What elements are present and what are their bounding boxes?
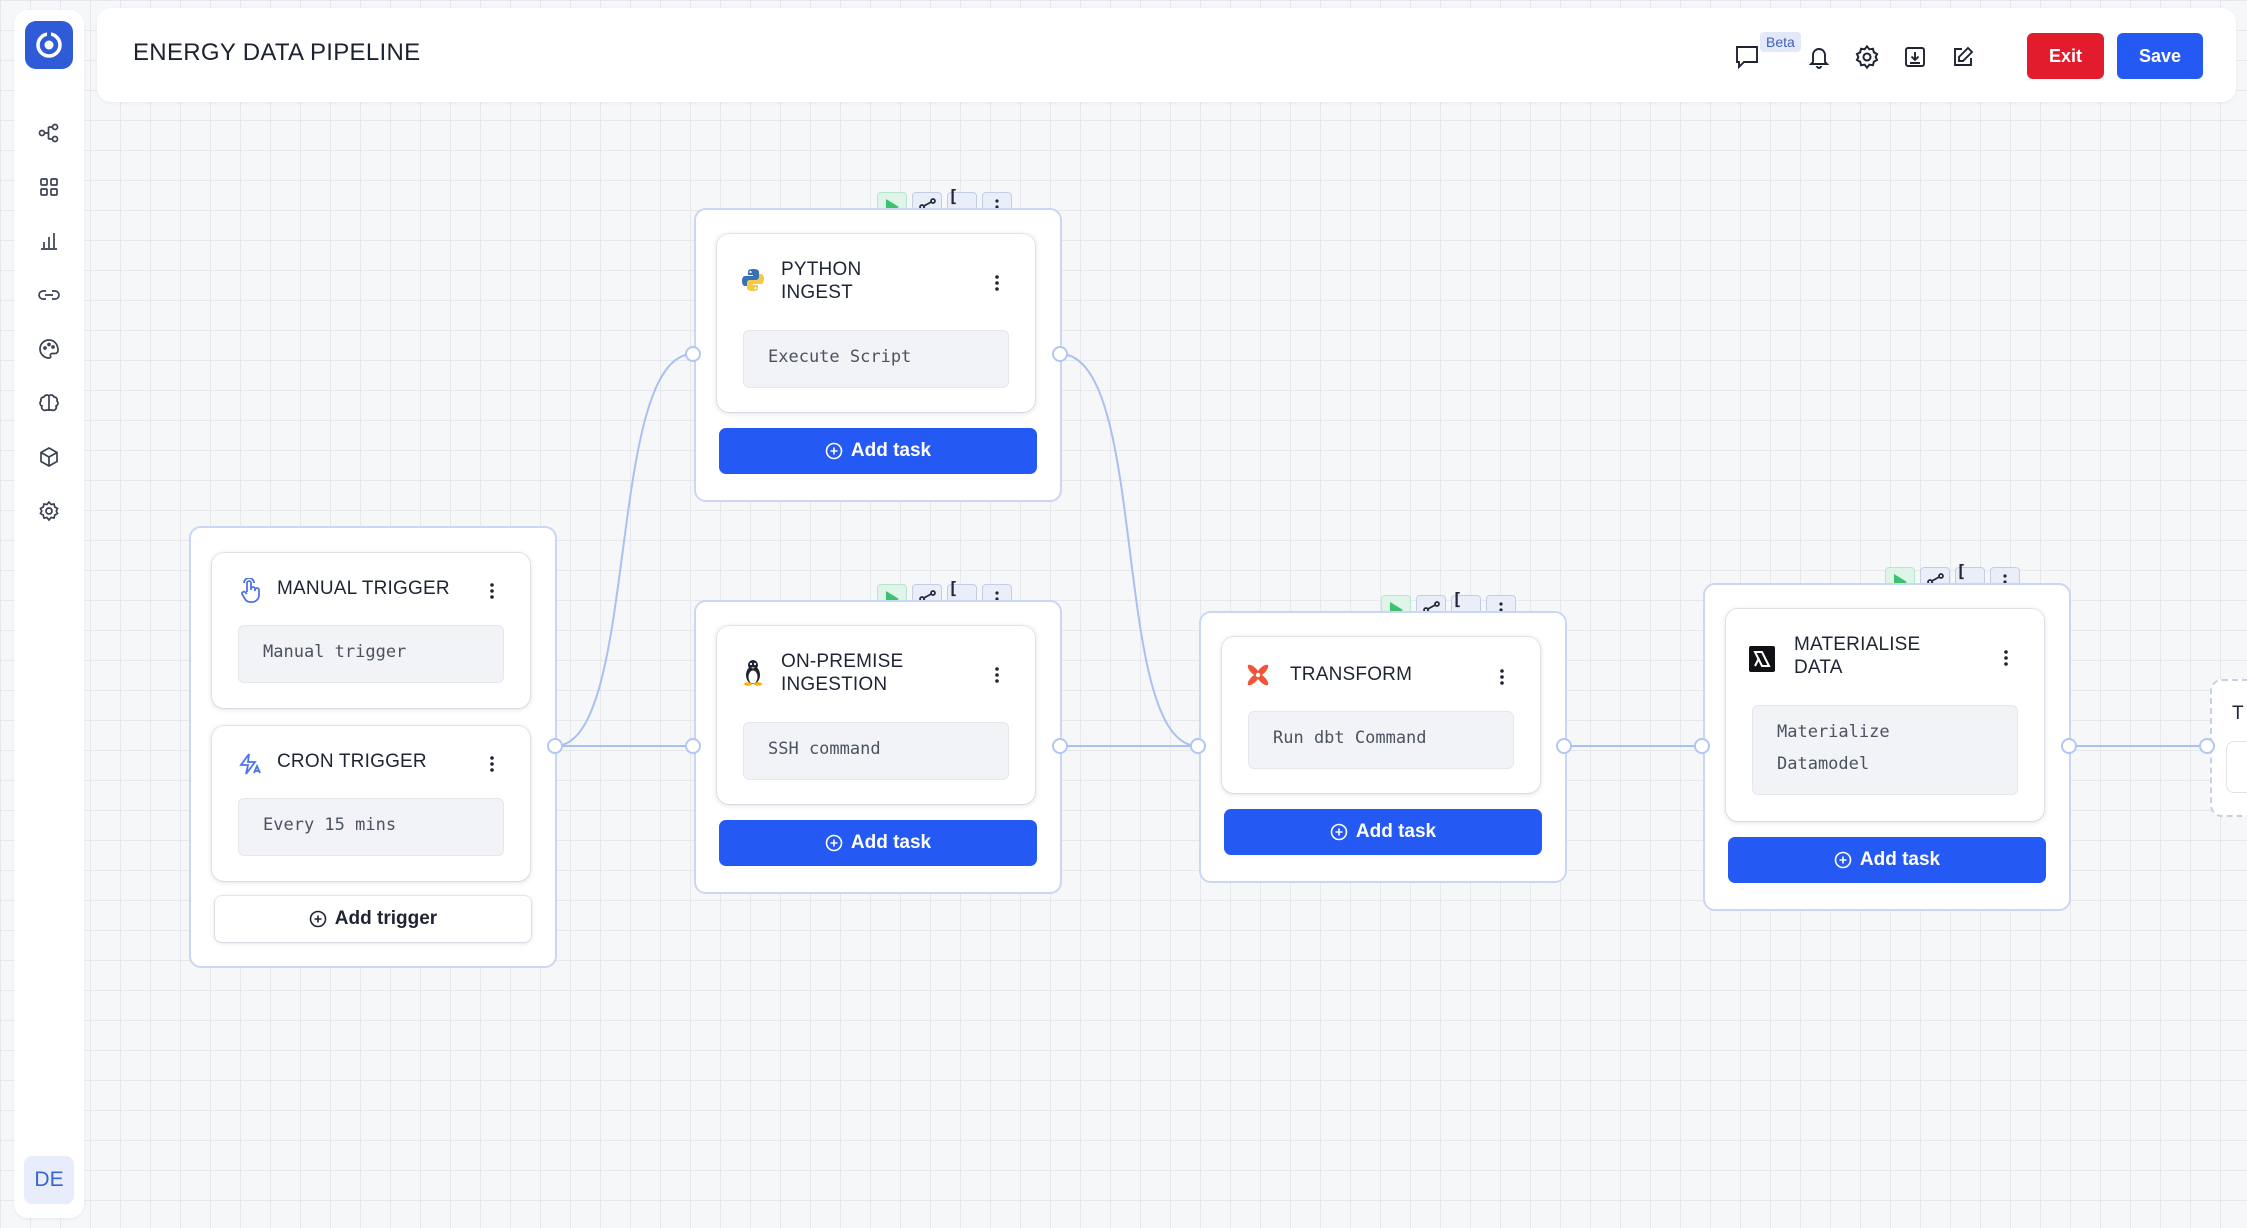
- gear-icon[interactable]: [1852, 42, 1882, 72]
- materialise-title-line1: MATERIALISE: [1794, 634, 1921, 655]
- next-group-label: T: [2232, 703, 2244, 724]
- python-ingest-detail: Execute Script: [743, 330, 1009, 388]
- sidebar: DE: [14, 10, 84, 1218]
- transform-in-port[interactable]: [1190, 738, 1206, 754]
- bar-chart-icon[interactable]: [36, 228, 62, 254]
- materialise-title-line2: DATA: [1794, 657, 1843, 678]
- page-title: ENERGY DATA PIPELINE: [133, 39, 421, 66]
- brain-icon[interactable]: [36, 390, 62, 416]
- cron-trigger-menu-icon[interactable]: [482, 749, 502, 779]
- save-button[interactable]: Save: [2117, 33, 2203, 79]
- add-task-label: Add task: [1859, 849, 1941, 870]
- transform-card[interactable]: TRANSFORM Run dbt Command: [1222, 637, 1540, 793]
- next-group-card[interactable]: [2226, 741, 2247, 793]
- onprem-ingest-title-line1: ON-PREMISE: [781, 651, 904, 672]
- bell-icon[interactable]: [1804, 42, 1834, 72]
- transform-menu-icon[interactable]: [1492, 662, 1512, 692]
- transform-group: TRANSFORM Run dbt Command Add task: [1199, 611, 1567, 883]
- python-ingest-card[interactable]: PYTHON INGEST Execute Script: [717, 234, 1035, 412]
- hand-pointer-icon: [236, 577, 264, 605]
- add-task-label: Add task: [850, 440, 932, 461]
- settings-icon[interactable]: [36, 498, 62, 524]
- onprem-ingest-menu-icon[interactable]: [987, 660, 1007, 690]
- materialise-add-task-button[interactable]: Add task: [1728, 837, 2046, 883]
- link-icon[interactable]: [36, 282, 62, 308]
- plus-circle-icon: [825, 442, 843, 460]
- cron-bolt-icon: [236, 750, 264, 778]
- python-ingest-add-task-button[interactable]: Add task: [719, 428, 1037, 474]
- add-trigger-label: Add trigger: [334, 908, 438, 929]
- python-ingest-title-line2: INGEST: [781, 282, 853, 303]
- add-task-label: Add task: [1355, 821, 1437, 842]
- onprem-ingest-in-port[interactable]: [685, 738, 701, 754]
- linux-icon: [739, 658, 767, 686]
- materialise-title: MATERIALISE DATA: [1794, 633, 1920, 679]
- manual-trigger-detail: Manual trigger: [238, 625, 504, 683]
- cube-icon[interactable]: [36, 444, 62, 470]
- transform-detail: Run dbt Command: [1248, 711, 1514, 769]
- next-group-in-port[interactable]: [2199, 738, 2215, 754]
- onprem-ingest-out-port[interactable]: [1052, 738, 1068, 754]
- datamodel-icon: [1748, 645, 1776, 673]
- app-logo[interactable]: [25, 21, 73, 69]
- download-icon[interactable]: [1900, 42, 1930, 72]
- materialise-detail-line2: Datamodel: [1777, 754, 1870, 774]
- manual-trigger-card[interactable]: MANUAL TRIGGER Manual trigger: [212, 553, 530, 708]
- manual-trigger-menu-icon[interactable]: [482, 576, 502, 606]
- materialise-out-port[interactable]: [2061, 738, 2077, 754]
- python-ingest-out-port[interactable]: [1052, 346, 1068, 362]
- exit-button[interactable]: Exit: [2027, 33, 2104, 79]
- onprem-ingest-card[interactable]: ON-PREMISE INGESTION SSH command: [717, 626, 1035, 804]
- user-avatar[interactable]: DE: [24, 1156, 74, 1204]
- logo-icon: [36, 31, 62, 58]
- python-ingest-title-line1: PYTHON: [781, 259, 862, 280]
- materialise-detail: Materialize Datamodel: [1752, 705, 2018, 795]
- cron-trigger-detail: Every 15 mins: [238, 798, 504, 856]
- add-trigger-button[interactable]: Add trigger: [215, 896, 531, 942]
- trigger-group: MANUAL TRIGGER Manual trigger CRON TRIGG…: [189, 526, 557, 968]
- onprem-ingest-add-task-button[interactable]: Add task: [719, 820, 1037, 866]
- materialise-group: MATERIALISE DATA Materialize Datamodel A…: [1703, 583, 2071, 911]
- beta-badge: Beta: [1760, 32, 1801, 52]
- add-task-label: Add task: [850, 832, 932, 853]
- pipeline-icon[interactable]: [36, 120, 62, 146]
- materialise-in-port[interactable]: [1694, 738, 1710, 754]
- onprem-ingest-group: ON-PREMISE INGESTION SSH command Add tas…: [694, 600, 1062, 894]
- materialise-detail-line1: Materialize: [1777, 722, 1890, 742]
- chat-icon[interactable]: [1733, 42, 1763, 72]
- plus-circle-icon: [1330, 823, 1348, 841]
- transform-out-port[interactable]: [1556, 738, 1572, 754]
- edge-python-transform: [1059, 353, 1199, 747]
- cron-trigger-card[interactable]: CRON TRIGGER Every 15 mins: [212, 726, 530, 881]
- python-ingest-title: PYTHON INGEST: [781, 258, 861, 304]
- edit-icon[interactable]: [1948, 42, 1978, 72]
- python-icon: [739, 266, 767, 294]
- cron-trigger-title: CRON TRIGGER: [277, 751, 427, 772]
- python-ingest-group: PYTHON INGEST Execute Script Add task: [694, 208, 1062, 502]
- manual-trigger-title: MANUAL TRIGGER: [277, 578, 450, 599]
- python-ingest-menu-icon[interactable]: [987, 268, 1007, 298]
- dbt-icon: [1244, 661, 1272, 689]
- edge-trigger-python: [554, 353, 694, 747]
- python-ingest-in-port[interactable]: [685, 346, 701, 362]
- plus-circle-icon: [1834, 851, 1852, 869]
- trigger-group-out-port[interactable]: [547, 738, 563, 754]
- materialise-card[interactable]: MATERIALISE DATA Materialize Datamodel: [1726, 609, 2044, 821]
- transform-add-task-button[interactable]: Add task: [1224, 809, 1542, 855]
- onprem-ingest-title: ON-PREMISE INGESTION: [781, 650, 903, 696]
- palette-icon[interactable]: [36, 336, 62, 362]
- next-group-partial[interactable]: T: [2210, 679, 2247, 817]
- onprem-ingest-detail: SSH command: [743, 722, 1009, 780]
- transform-title: TRANSFORM: [1290, 664, 1413, 685]
- materialise-menu-icon[interactable]: [1996, 643, 2016, 673]
- plus-circle-icon: [825, 834, 843, 852]
- grid-icon[interactable]: [36, 174, 62, 200]
- onprem-ingest-title-line2: INGESTION: [781, 674, 888, 695]
- header-bar: ENERGY DATA PIPELINE Beta Exit Save: [97, 8, 2236, 102]
- plus-circle-icon: [309, 910, 327, 928]
